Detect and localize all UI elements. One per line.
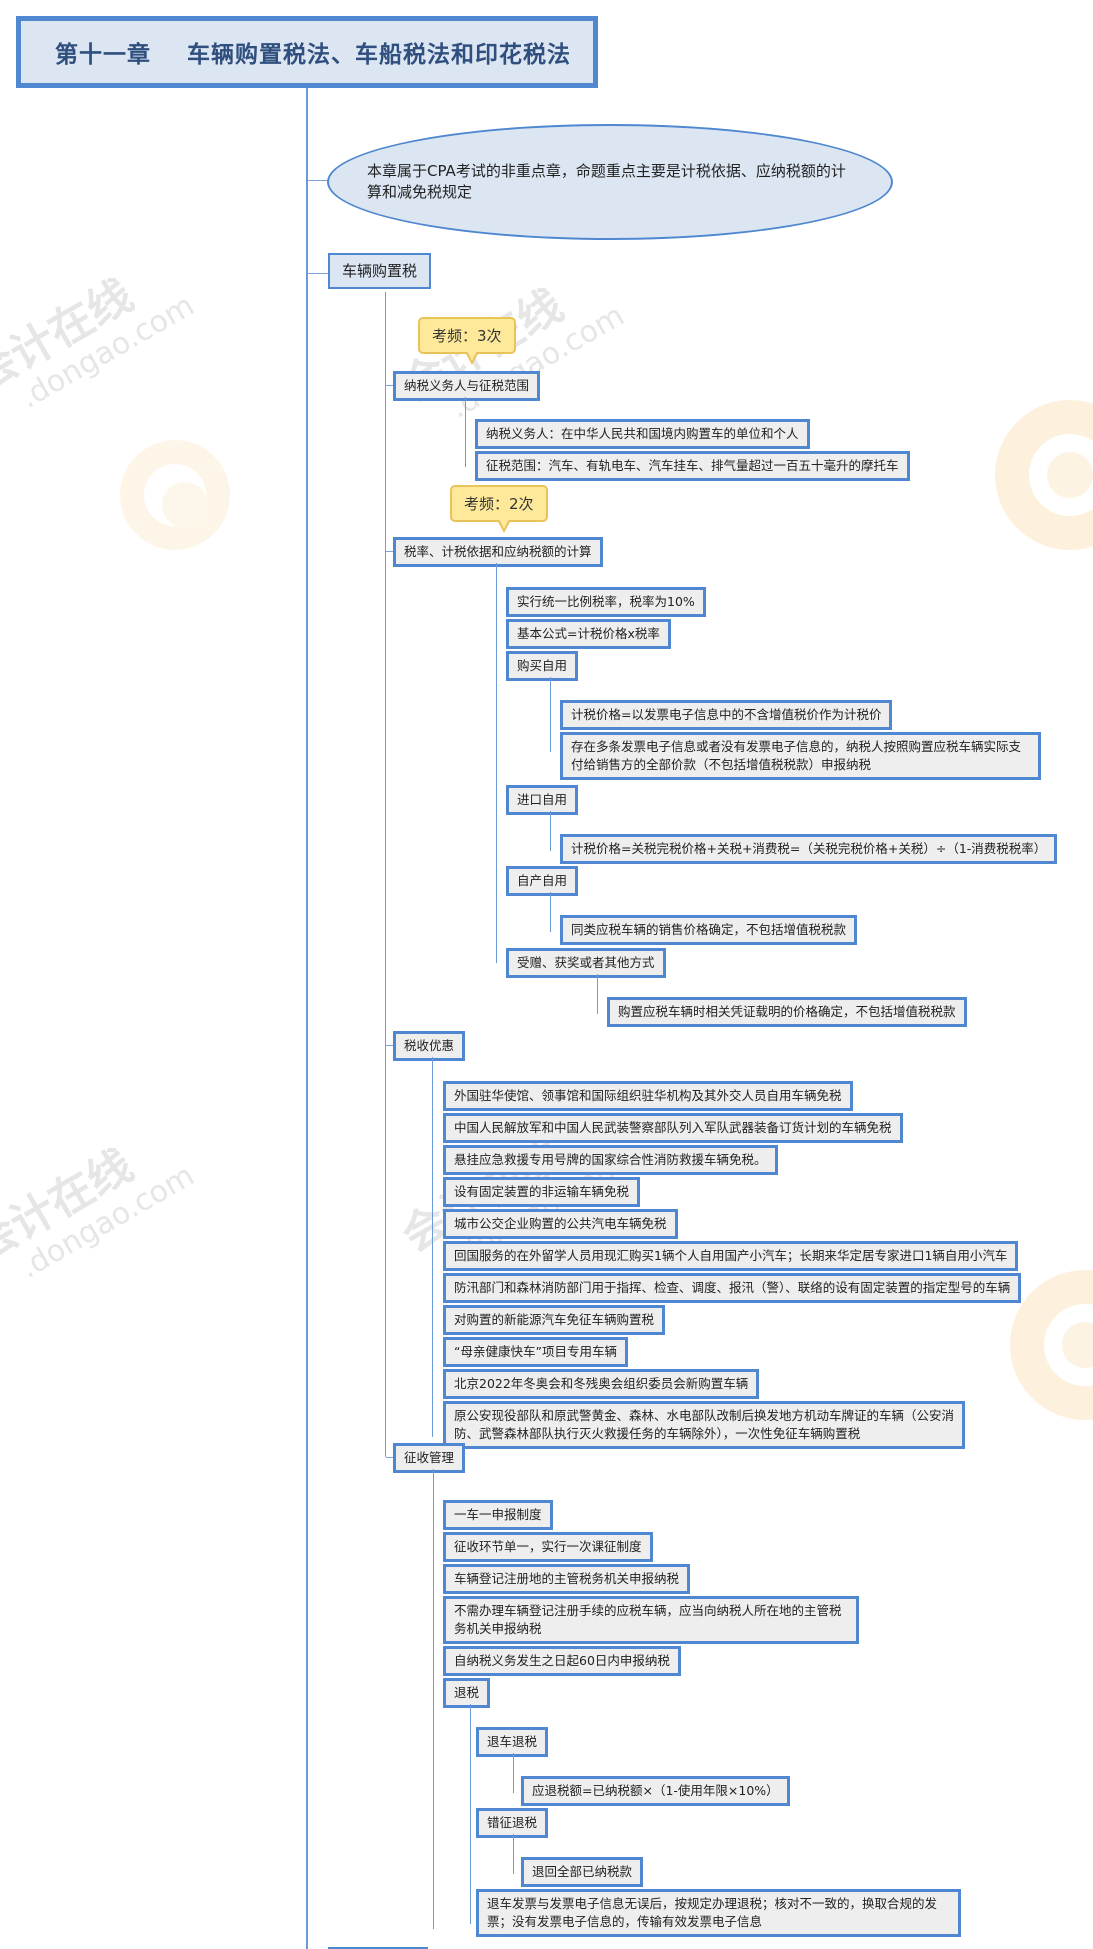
connector-line [385, 292, 386, 1457]
subsection-return-vehicle-refund[interactable]: 退车退税 [476, 1727, 549, 1757]
watermark: 会计在线.dongao.com [0, 1139, 201, 1286]
connector-line [465, 397, 466, 467]
subsection-import-self-use[interactable]: 进口自用 [506, 785, 579, 815]
chapter-title: 第十一章 车辆购置税法、车船税法和印花税法 [16, 16, 598, 88]
list-item: 计税价格=关税完税价格+关税+消费税=（关税完税价格+关税）÷（1-消费税税率） [560, 834, 1058, 864]
connector-line [386, 1045, 396, 1046]
frequency-callout: 考频：2次 [450, 485, 548, 533]
connector-line [496, 563, 497, 963]
connector-line [307, 273, 329, 274]
list-item: 购置应税车辆时相关凭证载明的价格确定，不包括增值税税款 [607, 997, 967, 1027]
chapter-summary-ellipse: 本章属于CPA考试的非重点章，命题重点主要是计税依据、应纳税额的计算和减免税规定 [327, 124, 893, 240]
frequency-callout: 考频：3次 [418, 317, 516, 365]
subsection-gift-prize-other[interactable]: 受赠、获奖或者其他方式 [506, 948, 666, 978]
list-item: 应退税额=已纳税额×（1-使用年限×10%） [521, 1776, 790, 1806]
watermark: 会计在线.dongao.com [0, 269, 201, 416]
connector-line [386, 551, 396, 552]
list-item: 对购置的新能源汽车免征车辆购置税 [443, 1305, 666, 1335]
section-taxpayer-scope[interactable]: 纳税义务人与征税范围 [393, 371, 541, 401]
connector-line [550, 892, 551, 932]
subsection-tax-refund[interactable]: 退税 [443, 1678, 491, 1708]
list-item: 存在多条发票电子信息或者没有发票电子信息的，纳税人按照购置应税车辆实际支付给销售… [560, 732, 1041, 780]
list-item: 同类应税车辆的销售价格确定，不包括增值税税款 [560, 915, 858, 945]
list-item: 实行统一比例税率，税率为10% [506, 587, 706, 617]
connector-line [386, 1457, 396, 1458]
list-item: 不需办理车辆登记注册手续的应税车辆，应当向纳税人所在地的主管税务机关申报纳税 [443, 1596, 859, 1644]
subsection-wrong-levy-refund[interactable]: 错征退税 [476, 1808, 549, 1838]
connector-line [550, 811, 551, 851]
logo-watermark-icon [995, 400, 1093, 550]
connector-line [513, 1834, 514, 1874]
subsection-self-produced-use[interactable]: 自产自用 [506, 866, 579, 896]
section-rate-calculation[interactable]: 税率、计税依据和应纳税额的计算 [393, 537, 603, 567]
list-item: 退回全部已纳税款 [521, 1857, 644, 1887]
section-collection-management[interactable]: 征收管理 [393, 1443, 466, 1473]
list-item: 纳税义务人：在中华人民共和国境内购置车的单位和个人 [475, 419, 810, 449]
list-item: 外国驻华使馆、领事馆和国际组织驻华机构及其外交人员自用车辆免税 [443, 1081, 853, 1111]
connector-line [550, 677, 551, 752]
topic-vehicle-purchase-tax[interactable]: 车辆购置税 [328, 253, 432, 289]
list-item: 车辆登记注册地的主管税务机关申报纳税 [443, 1564, 691, 1594]
connector-line [307, 180, 329, 181]
list-item: 原公安现役部队和原武警黄金、森林、水电部队改制后换发地方机动车牌证的车辆（公安消… [443, 1401, 965, 1449]
list-item: 征收环节单一，实行一次课征制度 [443, 1532, 653, 1562]
list-item: 悬挂应急救援专用号牌的国家综合性消防救援车辆免税。 [443, 1145, 778, 1175]
list-item: 一车一申报制度 [443, 1500, 553, 1530]
logo-watermark-icon [1010, 1270, 1093, 1420]
list-item: 计税价格=以发票电子信息中的不含增值税价作为计税价 [560, 700, 893, 730]
list-item: 征税范围：汽车、有轨电车、汽车挂车、排气量超过一百五十毫升的摩托车 [475, 451, 910, 481]
list-item: 防汛部门和森林消防部门用于指挥、检查、调度、报汛（警）、联络的设有固定装置的指定… [443, 1273, 1022, 1303]
connector-line [513, 1753, 514, 1793]
list-item: 城市公交企业购置的公共汽电车辆免税 [443, 1209, 678, 1239]
list-item: “母亲健康快车”项目专用车辆 [443, 1337, 628, 1367]
list-item: 退车发票与发票电子信息无误后，按规定办理退税；核对不一致的，换取合规的发票；没有… [476, 1889, 961, 1937]
list-item: 设有固定装置的非运输车辆免税 [443, 1177, 641, 1207]
list-item: 基本公式=计税价格x税率 [506, 619, 671, 649]
subsection-purchase-self-use[interactable]: 购买自用 [506, 651, 579, 681]
connector-line [433, 1469, 434, 1929]
connector-line [386, 385, 396, 386]
list-item: 自纳税义务发生之日起60日内申报纳税 [443, 1646, 681, 1676]
list-item: 中国人民解放军和中国人民武装警察部队列入军队武器装备订货计划的车辆免税 [443, 1113, 903, 1143]
list-item: 回国服务的在外留学人员用现汇购买1辆个人自用国产小汽车；长期来华定居专家进口1辆… [443, 1241, 1019, 1271]
connector-line [306, 88, 308, 1949]
connector-line [328, 1947, 428, 1949]
connector-line [432, 1057, 433, 1437]
list-item: 北京2022年冬奥会和冬残奥会组织委员会新购置车辆 [443, 1369, 760, 1399]
connector-line [597, 974, 598, 1014]
section-tax-incentives[interactable]: 税收优惠 [393, 1031, 466, 1061]
logo-watermark-icon [120, 440, 230, 550]
connector-line [470, 1704, 471, 1924]
